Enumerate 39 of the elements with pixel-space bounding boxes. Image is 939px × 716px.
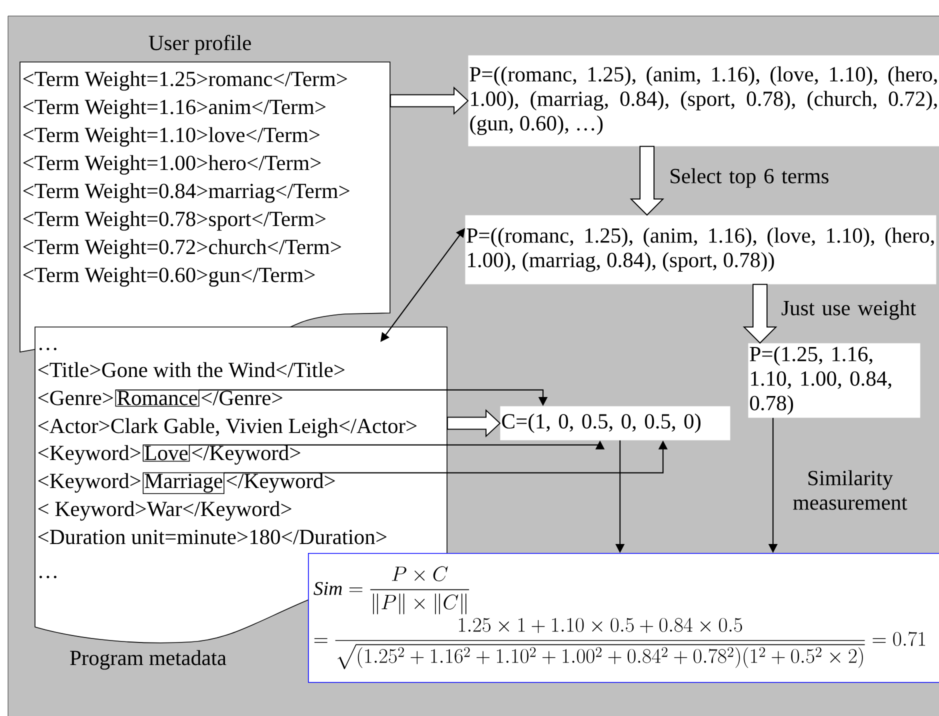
edge-label: Select top 6 terms	[670, 168, 828, 188]
code-line: …	[39, 348, 56, 350]
text-box: C=(1, 0, 0.5, 0, 0.5, 0)	[500, 406, 730, 440]
code-line: <Actor>Clark Gable, Vivien Leigh</Actor>	[38, 418, 417, 438]
code-line: < Keyword>War</Keyword>	[38, 501, 292, 521]
code-line: <Duration unit=minute>180</Duration>	[38, 530, 386, 544]
block-arrow	[390, 86, 469, 115]
code-line: </Keyword>	[226, 473, 335, 493]
code-line: …	[39, 576, 56, 578]
code-line: <Title>Gone with the Wind</Title>	[38, 362, 344, 378]
code-line: <Term Weight=0.60>gun</Term>	[23, 267, 315, 287]
formula: $=\frac{1.25\times 1+1.10\times 0.5+0.84\times 0.5}{\sqrt{(1.25^2+1.16^2+1.10^2+1.00^2+0.84^2+0.78^2)(1^2+0.5^2\times 2)}}=0.71$	[314, 618, 926, 670]
text-box: P=(1.25, 1.16, 1.10, 1.00, 0.84, 0.78)	[748, 343, 920, 418]
code-line: </Keyword>	[192, 445, 300, 465]
edge-label: Similarity measurement	[793, 470, 908, 510]
code-line: </Genre>	[202, 390, 282, 406]
code-line: <Genre>	[38, 390, 113, 406]
code-line: <Term Weight=1.00>hero</Term>	[23, 155, 321, 175]
code-line: <Term Weight=0.84>marriag</Term>	[23, 183, 350, 203]
code-line: <Term Weight=1.16>anim</Term>	[23, 99, 326, 119]
block-arrow	[446, 409, 501, 438]
edge-label: Just use weight	[782, 300, 916, 320]
code-line: <Term Weight=0.72>church</Term>	[23, 239, 342, 259]
heading: User profile	[148, 34, 251, 55]
block-arrow	[630, 146, 664, 216]
formula-box	[308, 553, 939, 683]
block-arrow	[742, 284, 778, 344]
document-label: Program metadata	[70, 650, 226, 670]
text-box: P=((romanc, 1.25), (anim, 1.16), (love, 1.10), (hero, 1.00), (marriag, 0.84), (sport, 0.78))	[465, 215, 936, 284]
text-box: P=((romanc, 1.25), (anim, 1.16), (love, 1.10), (hero, 1.00), (marriag, 0.84), (sport, 0.78), (church, 0.72), (gun, 0.60), …)	[468, 55, 939, 146]
code-line: <Keyword>	[38, 473, 140, 493]
word-box: Marriage	[142, 472, 224, 494]
code-line: <Term Weight=1.25>romanc</Term>	[23, 71, 347, 91]
formula: $\mathit{Sim}=\frac{P\times C}{\|P\|\times\|C\|}$	[314, 566, 470, 614]
code-line: <Term Weight=0.78>sport</Term>	[23, 211, 326, 231]
code-line: <Term Weight=1.10>love</Term>	[23, 127, 320, 147]
word-box: Romance	[115, 390, 200, 407]
word-box: Love	[142, 444, 190, 462]
code-line: <Keyword>	[38, 445, 140, 465]
